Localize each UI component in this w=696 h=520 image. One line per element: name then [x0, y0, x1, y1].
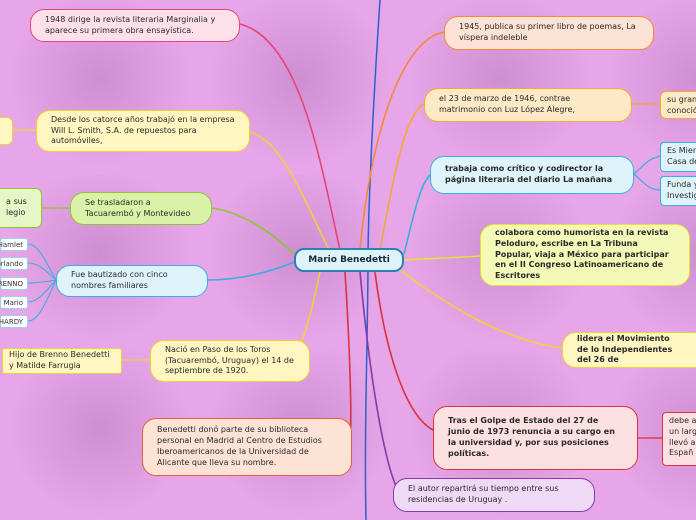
name-brenno[interactable]: BRENNO: [0, 277, 28, 290]
node-critico-text: trabaja como crítico y codirector la pág…: [445, 164, 619, 186]
node-residencias-text: El autor repartirá su tiempo entre sus r…: [408, 484, 580, 506]
node-critico[interactable]: trabaja como crítico y codirector la pág…: [430, 156, 634, 194]
name-orlando-text: orlando: [0, 260, 23, 268]
node-traslado[interactable]: Se trasladaron a Tacuarembó y Montevideo: [70, 192, 212, 225]
link-name-hamlet: [28, 244, 56, 280]
node-bautizado-text: Fue bautizado con cinco nombres familiar…: [71, 270, 193, 292]
link-bautizado: [208, 262, 294, 280]
side-trabajo[interactable]: [0, 117, 13, 145]
link-humorista: [404, 256, 480, 260]
central-topic[interactable]: Mario Benedetti: [294, 248, 404, 272]
side-critico-1[interactable]: Es Mien Casa de: [660, 142, 696, 172]
node-lidera[interactable]: lidera el Movimiento de lo Independiente…: [562, 332, 696, 368]
node-traslado-text: Se trasladaron a Tacuarembó y Montevideo: [85, 198, 197, 220]
node-trabajo-text: Desde los catorce años trabajó en la emp…: [51, 115, 235, 147]
side-matrimonio-text: su gran a conoció: [667, 95, 696, 117]
link-biblioteca: [345, 272, 351, 440]
link-name-brenno: [28, 280, 56, 283]
name-orlando[interactable]: orlando: [0, 257, 28, 270]
node-golpe-text: Tras el Golpe de Estado del 27 de junio …: [448, 416, 623, 459]
node-residencias[interactable]: El autor repartirá su tiempo entre sus r…: [393, 478, 595, 512]
node-vispera-text: 1945, publica su primer libro de poemas,…: [459, 22, 639, 44]
link-vispera: [360, 32, 444, 250]
side-nacio[interactable]: Hijo de Brenno Benedetti y Matilde Farru…: [2, 348, 122, 374]
node-lidera-text: lidera el Movimiento de lo Independiente…: [577, 334, 682, 366]
node-marginalia-text: 1948 dirige la revista literaria Margina…: [45, 15, 225, 37]
node-bautizado[interactable]: Fue bautizado con cinco nombres familiar…: [56, 265, 208, 297]
node-biblioteca[interactable]: Benedetti donó parte de su biblioteca pe…: [142, 418, 352, 476]
link-critico: [404, 175, 430, 254]
link-critico-side2: [634, 174, 660, 190]
link-critico-side1: [634, 156, 660, 174]
side-traslado[interactable]: a sus legio: [0, 188, 42, 228]
node-matrimonio-text: el 23 de marzo de 1946, contrae matrimon…: [439, 94, 617, 116]
name-hamlet[interactable]: Hamlet: [0, 238, 28, 251]
node-matrimonio[interactable]: el 23 de marzo de 1946, contrae matrimon…: [424, 88, 632, 122]
side-critico-2[interactable]: Funda y Investig: [660, 176, 696, 206]
node-marginalia[interactable]: 1948 dirige la revista literaria Margina…: [30, 9, 240, 42]
link-marginalia: [240, 24, 340, 250]
side-golpe-text: debe a un larg llevó a Españ: [669, 416, 696, 459]
name-brenno-text: BRENNO: [0, 280, 23, 288]
side-critico-1-text: Es Mien Casa de: [667, 146, 696, 168]
name-mario[interactable]: Mario: [0, 296, 28, 309]
link-matrimonio: [380, 104, 424, 250]
name-hardy[interactable]: HARDY: [0, 315, 28, 328]
node-golpe[interactable]: Tras el Golpe de Estado del 27 de junio …: [433, 406, 638, 470]
name-hamlet-text: Hamlet: [0, 241, 23, 249]
side-nacio-text: Hijo de Brenno Benedetti y Matilde Farru…: [9, 350, 115, 372]
node-humorista[interactable]: colabora como humorista en la revista Pe…: [480, 224, 690, 286]
side-critico-2-text: Funda y Investig: [667, 180, 696, 202]
link-traslado: [212, 208, 296, 256]
name-hardy-text: HARDY: [0, 318, 23, 326]
node-vispera[interactable]: 1945, publica su primer libro de poemas,…: [444, 16, 654, 50]
name-mario-text: Mario: [4, 299, 23, 307]
side-matrimonio[interactable]: su gran a conoció: [660, 91, 696, 119]
link-name-hardy: [28, 280, 56, 321]
node-nacio[interactable]: Nació en Paso de los Toros (Tacuarembó, …: [150, 340, 310, 382]
node-humorista-text: colabora como humorista en la revista Pe…: [495, 228, 675, 282]
node-trabajo[interactable]: Desde los catorce años trabajó en la emp…: [36, 110, 250, 152]
node-biblioteca-text: Benedetti donó parte de su biblioteca pe…: [157, 425, 337, 468]
node-nacio-text: Nació en Paso de los Toros (Tacuarembó, …: [165, 345, 295, 377]
central-topic-text: Mario Benedetti: [308, 255, 390, 265]
side-traslado-text: a sus legio: [6, 197, 27, 219]
side-golpe[interactable]: debe a un larg llevó a Españ: [662, 412, 696, 466]
link-golpe: [375, 272, 433, 430]
